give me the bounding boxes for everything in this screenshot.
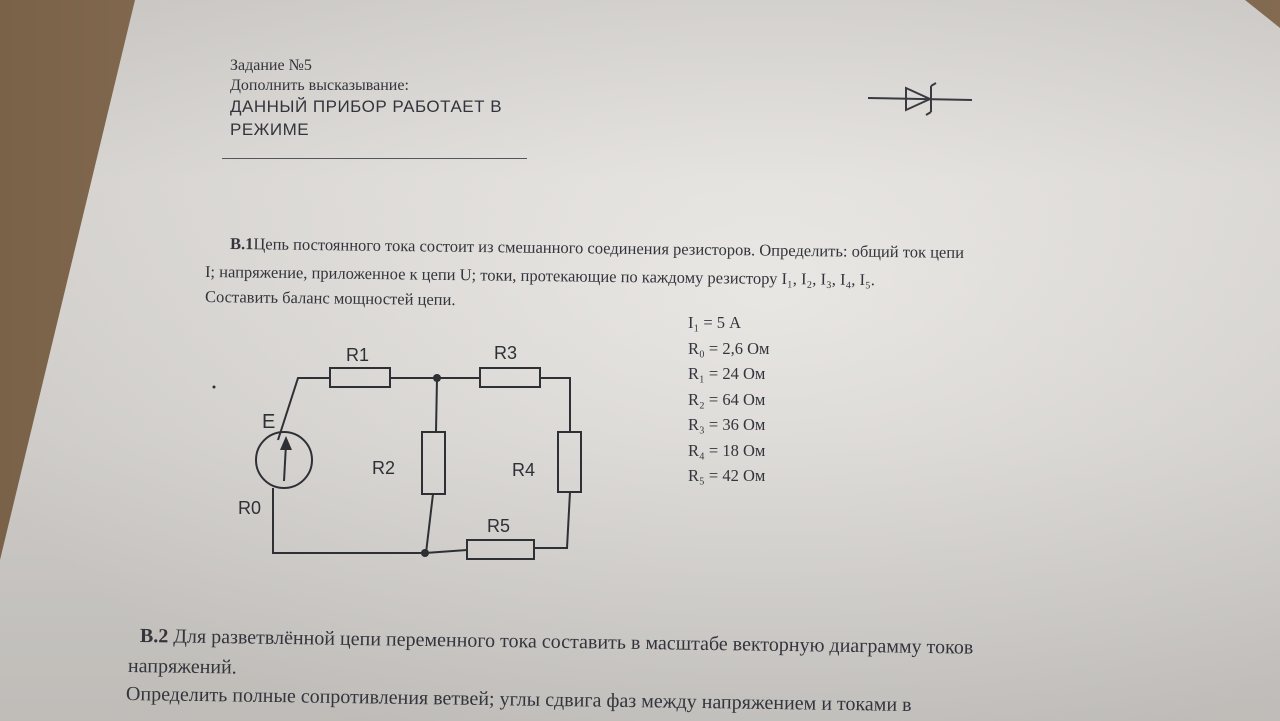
wire-node-r2 [435, 377, 438, 433]
b2-line2: напряжений. [127, 655, 237, 679]
given-r3: R₃ = 36 Ом [688, 415, 766, 434]
resistor-r3 [479, 367, 541, 388]
wire-r4-r5 [535, 491, 571, 549]
label-r3: R3 [494, 343, 517, 363]
source-arrow-shaft [283, 443, 287, 482]
task5-statement-line2: РЕЖИМЕ [230, 120, 310, 139]
b2-number: В.2 [139, 625, 169, 648]
wire-left-top [277, 377, 330, 441]
diode-symbol [867, 82, 973, 116]
given-r1: R₁ = 24 Ом [688, 364, 766, 383]
given-r5: R₅ = 42 Ом [688, 466, 766, 485]
resistor-r5 [466, 539, 535, 560]
given-r0: R₀ = 2,6 Ом [688, 338, 770, 358]
wire-r3-r4 [540, 377, 571, 432]
answer-blank-line [222, 158, 527, 159]
resistor-r2 [421, 431, 446, 495]
given-i1: I₁ = 5 А [688, 313, 742, 332]
label-e: E [262, 411, 275, 433]
node-top [433, 374, 441, 382]
resistor-r1 [329, 367, 391, 388]
given-r4: R₄ = 18 Ом [688, 440, 766, 460]
wire-r5-node [424, 549, 468, 554]
given-r2: R₂ = 64 Ом [688, 389, 766, 409]
task5-instruction: Дополнить высказывание: [230, 77, 409, 94]
label-r5: R5 [487, 516, 510, 536]
label-r4: R4 [512, 460, 535, 480]
given-values: I₁ = 5 А R₀ = 2,6 Ом R₁ = 24 Ом R₂ = 64 … [688, 310, 769, 489]
stray-dot [212, 385, 216, 389]
source-arrow-icon [280, 436, 292, 450]
voltage-source-e [255, 431, 313, 489]
wire-bottom [272, 488, 425, 554]
task5-statement-line1: ДАННЫЙ ПРИБОР РАБОТАЕТ В [230, 97, 503, 116]
resistor-r4 [557, 431, 582, 493]
label-r0: R0 [238, 498, 261, 518]
wire-r2-node [425, 493, 434, 554]
node-bottom [421, 549, 429, 557]
label-r1: R1 [346, 345, 369, 365]
task5-title: Задание №5 [230, 57, 312, 74]
label-r2: R2 [372, 458, 395, 478]
